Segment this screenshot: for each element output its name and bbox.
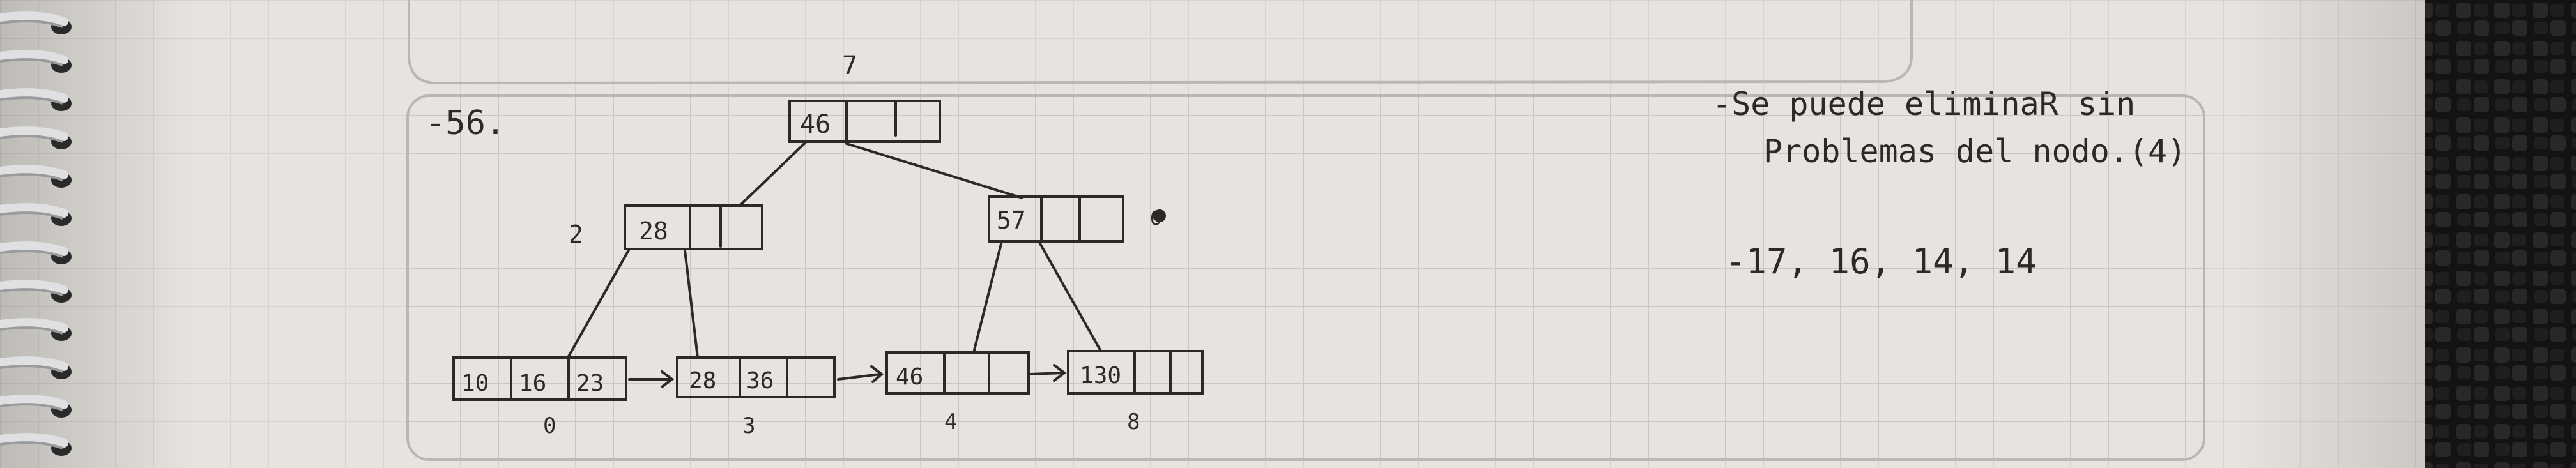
spiral-ring (0, 11, 72, 34)
spiral-ring (0, 395, 72, 418)
internal-left-label: 2 (569, 220, 583, 248)
leaf1-key1: 36 (746, 368, 774, 394)
leaf-node-2 (885, 351, 1030, 395)
leaf-node-1 (676, 356, 836, 398)
internal-node-left (624, 204, 763, 250)
spiral-ring (0, 280, 72, 303)
edge-root-right (845, 142, 1023, 199)
spiral-ring (0, 88, 72, 111)
internal-right-label: 6 (1150, 208, 1162, 230)
leaf1-key0: 28 (689, 368, 716, 394)
edge-right-leaf2 (973, 240, 1003, 351)
edge-right-leaf3 (1038, 240, 1101, 351)
root-key: 46 (800, 110, 831, 139)
root-node (788, 100, 941, 143)
spiral-ring (0, 318, 72, 341)
handwritten-tree (452, 100, 1204, 401)
spiral-ring (0, 50, 72, 73)
internal-node-right (988, 195, 1124, 243)
leaf3-label: 8 (1127, 409, 1140, 435)
leaf0-label: 0 (543, 413, 556, 439)
note-line-2: Problemas del nodo.(4) (1763, 133, 2186, 170)
spiral-ring (0, 241, 72, 264)
spiral-ring (0, 433, 72, 456)
leaf-link-arrows (628, 364, 1067, 388)
spiral-ring (0, 126, 72, 149)
internal-left-key: 28 (639, 217, 668, 245)
edge-left-leaf0 (567, 248, 631, 358)
leaf2-key0: 46 (896, 364, 923, 390)
problem-number: -56. (425, 104, 505, 142)
note-line-3: -17, 16, 14, 14 (1725, 241, 2037, 282)
handwritten-text: -56. 7 46 2 28 57 6 10 16 23 28 36 46 13… (425, 51, 2186, 439)
leaf0-key1: 16 (519, 370, 546, 396)
edge-left-leaf1 (684, 249, 699, 359)
spiral-ring (0, 356, 72, 379)
spiral-ring (0, 165, 72, 188)
leaf0-key0: 10 (461, 370, 489, 396)
edge-root-left (740, 140, 808, 206)
leaf-node-0 (452, 356, 627, 401)
leaf0-key2: 23 (576, 370, 604, 396)
root-label: 7 (842, 51, 857, 80)
spiral-binding (0, 11, 72, 456)
note-line-1: -Se puede eliminaR sin (1712, 86, 2135, 123)
leaf3-key0: 130 (1080, 363, 1121, 389)
spiral-ring (0, 203, 72, 226)
leaf1-label: 3 (742, 413, 755, 439)
notebook-page (0, 0, 2425, 468)
leaf2-label: 4 (944, 409, 957, 435)
internal-right-key: 57 (997, 206, 1026, 234)
